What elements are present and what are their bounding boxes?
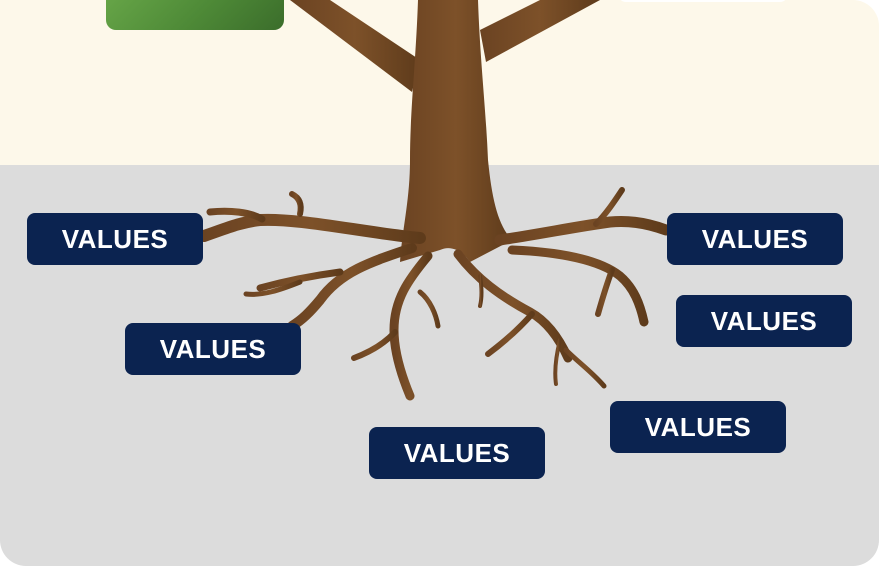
values-label-text: VALUES [701, 223, 809, 254]
trunk [400, 0, 512, 262]
roots [198, 187, 672, 401]
values-label-right-top: VALUES [667, 213, 843, 265]
left-branch [290, 0, 420, 92]
values-label-right-bottom: VALUES [610, 401, 786, 453]
values-label-text: VALUES [61, 223, 169, 254]
green-leaf-box [106, 0, 284, 30]
right-branch [480, 0, 600, 62]
values-label-left-top: VALUES [27, 213, 203, 265]
values-label-text: VALUES [403, 437, 511, 468]
values-label-text: VALUES [159, 333, 267, 364]
values-label-text: VALUES [710, 305, 818, 336]
values-label-bottom-center: VALUES [369, 427, 545, 479]
values-label-text: VALUES [644, 411, 752, 442]
values-label-right-middle: VALUES [676, 295, 852, 347]
top-white-box [618, 0, 788, 2]
values-label-left-middle: VALUES [125, 323, 301, 375]
